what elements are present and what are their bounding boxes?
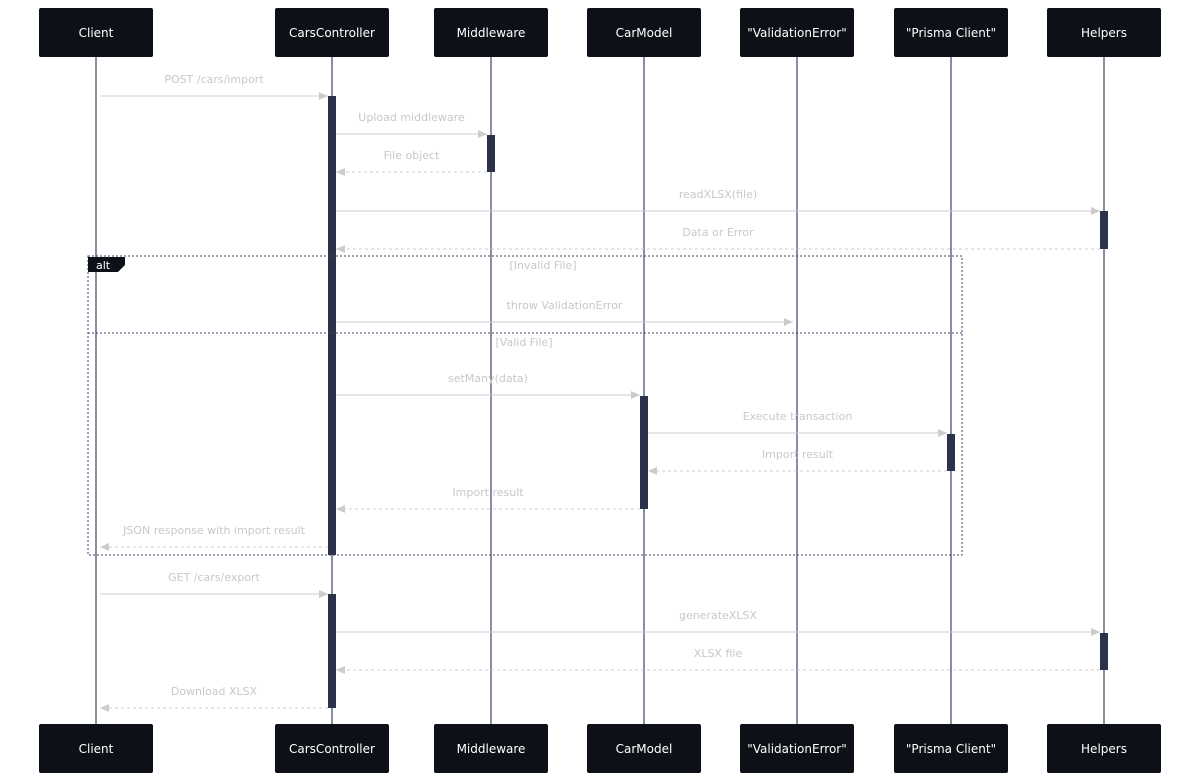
alt-fragment-tag: alt — [96, 259, 111, 272]
activation-bar — [328, 594, 336, 708]
actor-mw-top: Middleware — [434, 8, 548, 57]
activation-bar — [640, 396, 648, 509]
activation-bar — [1100, 211, 1108, 249]
message-label: Execute transaction — [742, 410, 853, 423]
actor-prisma-bottom: "Prisma Client" — [894, 724, 1008, 773]
actor-client-bottom: Client — [39, 724, 153, 773]
actor-ctrl-top: CarsController — [275, 8, 389, 57]
actor-client-top: Client — [39, 8, 153, 57]
alt-fragment-tag-bg — [88, 257, 125, 272]
actor-helpers-top: Helpers — [1047, 8, 1161, 57]
message-label: Download XLSX — [170, 685, 258, 698]
alt-condition-valid-file: [Valid File] — [495, 336, 553, 349]
actor-verr-bottom: "ValidationError" — [740, 724, 854, 773]
message-label: generateXLSX — [678, 609, 758, 622]
actor-prisma-top: "Prisma Client" — [894, 8, 1008, 57]
message-label: readXLSX(file) — [678, 188, 758, 201]
actor-verr-top: "ValidationError" — [740, 8, 854, 57]
actor-model-bottom: CarModel — [587, 724, 701, 773]
message-label: Import result — [452, 486, 524, 499]
activation-bar — [1100, 633, 1108, 670]
message-label: Import result — [761, 448, 834, 461]
activation-bar — [328, 96, 336, 555]
activation-bar — [947, 434, 955, 471]
actor-ctrl-bottom: CarsController — [275, 724, 389, 773]
activation-bar — [487, 135, 495, 172]
message-label: setMany(data) — [448, 372, 528, 385]
message-label: XLSX file — [693, 647, 743, 660]
message-label: Data or Error — [682, 226, 754, 239]
actor-model-top: CarModel — [587, 8, 701, 57]
message-label: File object — [383, 149, 440, 162]
actor-mw-bottom: Middleware — [434, 724, 548, 773]
message-label: POST /cars/import — [164, 73, 264, 86]
message-label: Upload middleware — [358, 111, 465, 124]
message-label: GET /cars/export — [168, 571, 260, 584]
alt-condition-invalid-file: [Invalid File] — [509, 259, 577, 272]
alt-fragment-frame — [87, 255, 963, 556]
actor-helpers-bottom: Helpers — [1047, 724, 1161, 773]
message-label: JSON response with import result — [123, 524, 305, 537]
message-label: throw ValidationError — [506, 299, 623, 312]
